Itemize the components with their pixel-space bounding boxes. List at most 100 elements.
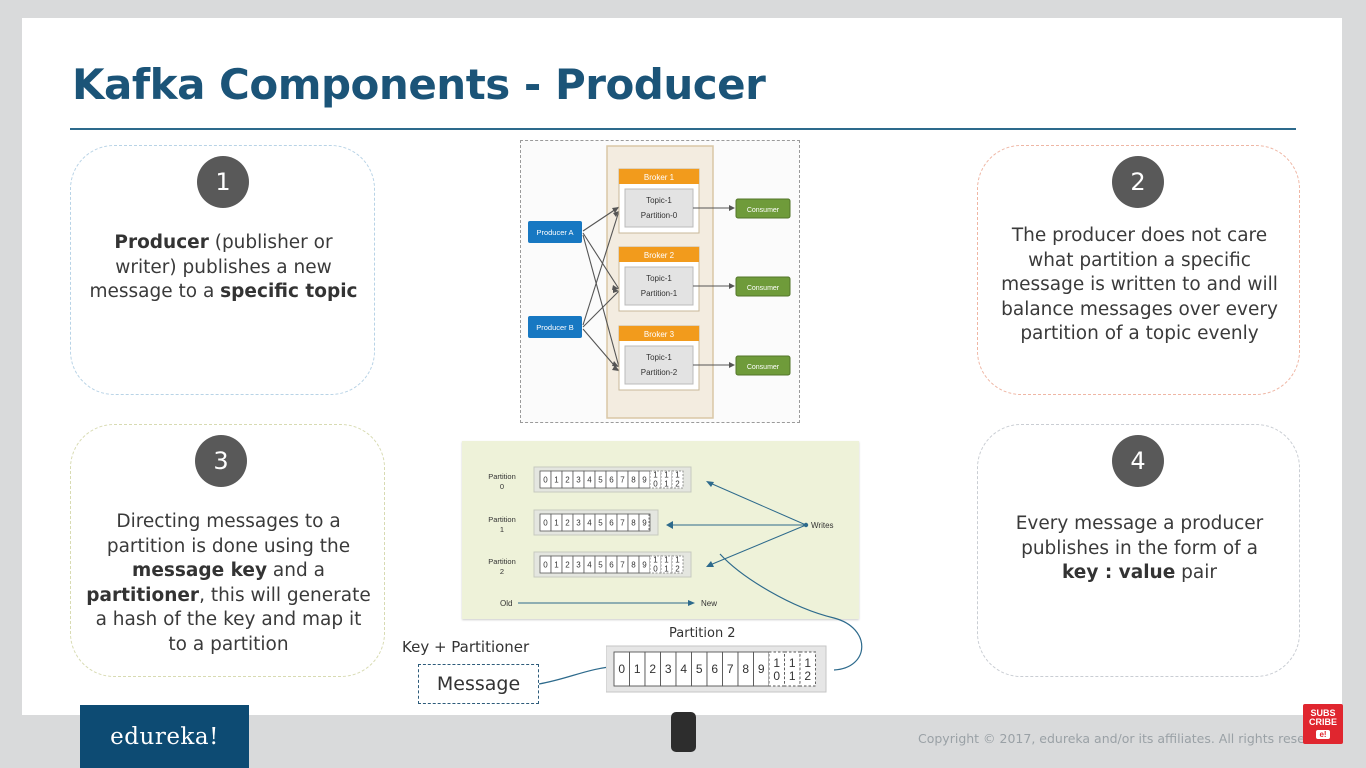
partition-cell-label: 2 xyxy=(675,480,680,489)
partition-cell-label: 1 xyxy=(554,518,559,527)
producer-b-label: Producer B xyxy=(536,323,574,332)
partition-row-label: Partition xyxy=(488,472,516,481)
consumer-3-label: Consumer xyxy=(747,364,780,371)
message-box: Message xyxy=(418,664,539,704)
writes-arrowheads xyxy=(666,481,714,567)
card-number-badge: 2 xyxy=(1112,156,1164,208)
partition-cell-label: 9 xyxy=(642,475,647,484)
partition-cell-label: 1 xyxy=(664,565,669,574)
partition-2-cell-label: 1 xyxy=(773,656,780,670)
partition-cell-label: 5 xyxy=(598,560,603,569)
partition-cell-label: 1 xyxy=(675,471,680,480)
broker-1-header xyxy=(619,169,699,184)
partition-cell-label: 8 xyxy=(631,560,636,569)
partition-row-number: 0 xyxy=(500,482,504,491)
card-text-run: Directing messages to a partition is don… xyxy=(106,511,351,557)
producer-a-label: Producer A xyxy=(536,228,573,237)
partition-cell-label: 5 xyxy=(598,518,603,527)
card-text: Producer (publisher or writer) publishes… xyxy=(85,231,362,305)
partition-cell-label: 6 xyxy=(609,518,614,527)
partition-2-cell-label: 1 xyxy=(804,656,811,670)
broker-2-partition: Partition-1 xyxy=(641,289,678,298)
copyright-text: Copyright © 2017, edureka and/or its aff… xyxy=(918,731,1306,746)
broker-3-partition-box xyxy=(624,345,694,385)
partition-2-cell-label: 1 xyxy=(789,656,796,670)
partition-cell-label: 7 xyxy=(620,475,625,484)
card-text-run: The producer does not care what partitio… xyxy=(1001,225,1278,344)
consumer-3-box xyxy=(735,355,791,376)
partition-cell-label: 1 xyxy=(554,560,559,569)
card-text-run: Every message a producer publishes in th… xyxy=(1015,513,1264,559)
producer-broker-diagram: Producer A Producer B Broker 1 Topic-1 P… xyxy=(520,140,800,423)
partition-cell-label: 2 xyxy=(565,518,570,527)
partition-2-cell-label: 6 xyxy=(711,662,718,676)
partition-cell-label: 9 xyxy=(642,560,647,569)
partition-2-cell-label: 1 xyxy=(634,662,641,676)
broker-3-label: Broker 3 xyxy=(644,330,675,339)
consumer-1-label: Consumer xyxy=(747,207,780,214)
broker-2-header xyxy=(619,247,699,262)
subscribe-line-2: CRIBE xyxy=(1308,717,1337,728)
broker-2-partition-box xyxy=(624,266,694,306)
partition-2-cell-label: 2 xyxy=(804,669,811,683)
card-1: 1 Producer (publisher or writer) publish… xyxy=(70,145,375,395)
card-text-run: , this will generate a hash of the key a… xyxy=(95,584,371,655)
partition-2-cell-label: 7 xyxy=(727,662,734,676)
partition-2-cell-label: 0 xyxy=(773,669,780,683)
partition-cell-label: 6 xyxy=(609,560,614,569)
partition-cell-label: 2 xyxy=(565,560,570,569)
producer-a-box xyxy=(528,221,582,243)
partition-cell-label: 1 xyxy=(554,475,559,484)
producer-arrowheads xyxy=(612,207,619,371)
partition-cell-label: 1 xyxy=(664,471,669,480)
card-4: 4 Every message a producer publishes in … xyxy=(977,424,1300,677)
partition-cell-label: 1 xyxy=(664,556,669,565)
partition-cell-label: 0 xyxy=(543,518,548,527)
partition-row-label: Partition xyxy=(488,557,516,566)
card-3: 3 Directing messages to a partition is d… xyxy=(70,424,385,677)
partition-cell-label: 2 xyxy=(675,565,680,574)
broker-2-label: Broker 2 xyxy=(644,251,675,260)
card-text-bold: specific topic xyxy=(220,281,358,302)
consumer-arrows xyxy=(693,207,733,366)
card-number-badge: 1 xyxy=(197,156,249,208)
card-text: Every message a producer publishes in th… xyxy=(1006,512,1273,586)
card-text-run: and a xyxy=(267,560,325,581)
card-number-badge: 3 xyxy=(195,435,247,487)
video-scrubber-handle[interactable] xyxy=(671,712,696,752)
writes-dot xyxy=(803,522,809,528)
consumer-1-box xyxy=(735,198,791,219)
partition-cell-label: 8 xyxy=(631,475,636,484)
card-number-badge: 4 xyxy=(1112,435,1164,487)
partition-cell-label: 6 xyxy=(609,475,614,484)
broker-1-partition: Partition-0 xyxy=(641,211,678,220)
slide-title: Kafka Components - Producer xyxy=(72,60,766,109)
slide: Kafka Components - Producer 1 Producer (… xyxy=(22,18,1342,715)
card-text: Directing messages to a partition is don… xyxy=(85,510,372,657)
producer-broker-svg: Producer A Producer B Broker 1 Topic-1 P… xyxy=(528,145,791,419)
new-label: New xyxy=(701,599,717,608)
partition-2-label: Partition 2 xyxy=(669,626,736,641)
partition-cell-label: 0 xyxy=(543,560,548,569)
writes-label: Writes xyxy=(811,521,834,530)
subscribe-button[interactable]: SUBS CRIBE e! xyxy=(1303,704,1343,744)
partition-cell-label: 1 xyxy=(675,556,680,565)
partition-2-cell-label: 3 xyxy=(665,662,672,676)
broker-3-topic: Topic-1 xyxy=(646,353,672,362)
consumer-arrowheads xyxy=(729,205,735,368)
partition-row-label: Partition xyxy=(488,515,516,524)
partition-cell-label: 8 xyxy=(631,518,636,527)
card-text-run: pair xyxy=(1175,562,1217,583)
partition-2-cell xyxy=(799,651,816,687)
partition-cell-label: 3 xyxy=(576,560,581,569)
consumer-2-box xyxy=(735,276,791,297)
partition-cell-label: 4 xyxy=(587,518,592,527)
partition-cell-label: 3 xyxy=(576,475,581,484)
partition-cell-label: 0 xyxy=(653,480,658,489)
